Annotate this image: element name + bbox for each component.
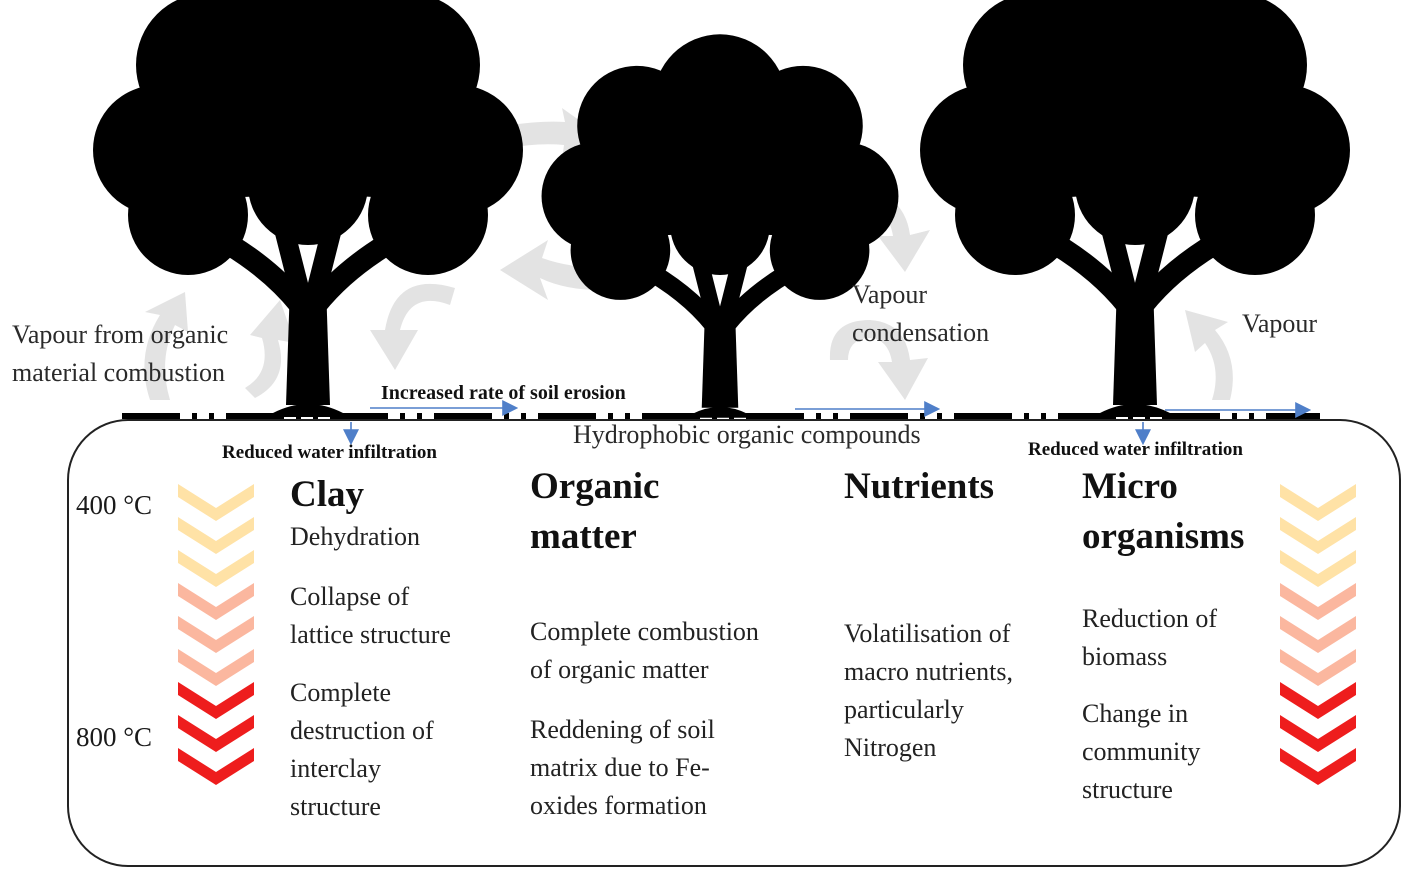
chevron-right-6 [1280, 649, 1356, 686]
vapour-label: Vapour [1242, 309, 1318, 338]
microorganisms-heading: Micro organisms [1082, 466, 1245, 557]
hydrophobic-label: Hydrophobic organic compounds [573, 420, 921, 449]
soil-erosion-label: Increased rate of soil erosion [381, 382, 626, 404]
chevron-right-3 [1280, 550, 1356, 587]
infiltration-left-label: Reduced water infiltration [222, 442, 437, 463]
chevron-right-9 [1280, 748, 1356, 785]
soil-box [67, 419, 1401, 867]
chevron-left-8 [178, 715, 254, 752]
microorganisms-effect-2: Change in community structure [1082, 699, 1201, 804]
organic-matter-effect-2: Reddening of soil matrix due to Fe- oxid… [530, 715, 715, 820]
vapour-condensation-label: Vapour condensation [852, 280, 990, 347]
vapour-combustion-label: Vapour from organic material combustion [12, 320, 229, 387]
swirl-arrow-down-left [370, 283, 455, 370]
tree-right [920, 0, 1350, 417]
microorganisms-effect-1: Reduction of biomass [1082, 604, 1218, 671]
organic-matter-effect-1: Complete combustion of organic matter [530, 617, 759, 684]
nutrients-effect-1: Volatilisation of macro nutrients, parti… [844, 619, 1013, 762]
swirl-arrow-condensation [829, 320, 928, 400]
chevron-left-5 [178, 616, 254, 653]
chevron-left-1 [178, 484, 254, 521]
clay-heading: Clay [290, 474, 364, 515]
nutrients-heading: Nutrients [844, 466, 995, 507]
infiltration-right-label: Reduced water infiltration [1028, 439, 1243, 460]
tree-middle [542, 34, 899, 417]
swirl-arrow-far-left [144, 292, 188, 400]
swirl-arrow-vapour-right [1185, 310, 1233, 400]
temperature-chevrons-right [1280, 484, 1356, 785]
chevron-left-6 [178, 649, 254, 686]
temp-high-label: 800 °C [76, 722, 153, 752]
clay-subheading: Dehydration [290, 522, 420, 551]
swirl-arrow-left-canopy [500, 240, 605, 300]
clay-effect-1: Collapse of lattice structure [290, 582, 451, 649]
clay-effect-2: Complete destruction of interclay struct… [290, 678, 434, 821]
chevron-left-3 [178, 550, 254, 587]
chevron-left-2 [178, 517, 254, 554]
temp-low-label: 400 °C [76, 490, 153, 520]
swirl-arrow-far-left-right [245, 300, 295, 398]
chevron-right-1 [1280, 484, 1356, 521]
chevron-left-4 [178, 583, 254, 620]
chevron-right-2 [1280, 517, 1356, 554]
chevron-right-5 [1280, 616, 1356, 653]
chevron-left-7 [178, 682, 254, 719]
flow-arrows [343, 400, 1312, 446]
temperature-chevrons-left [178, 484, 254, 785]
chevron-right-7 [1280, 682, 1356, 719]
organic-matter-heading: Organic matter [530, 466, 660, 557]
swirl-arrow-mid-top [855, 185, 930, 272]
chevron-right-8 [1280, 715, 1356, 752]
chevron-left-9 [178, 748, 254, 785]
chevron-right-4 [1280, 583, 1356, 620]
swirl-arrows [144, 108, 1233, 400]
